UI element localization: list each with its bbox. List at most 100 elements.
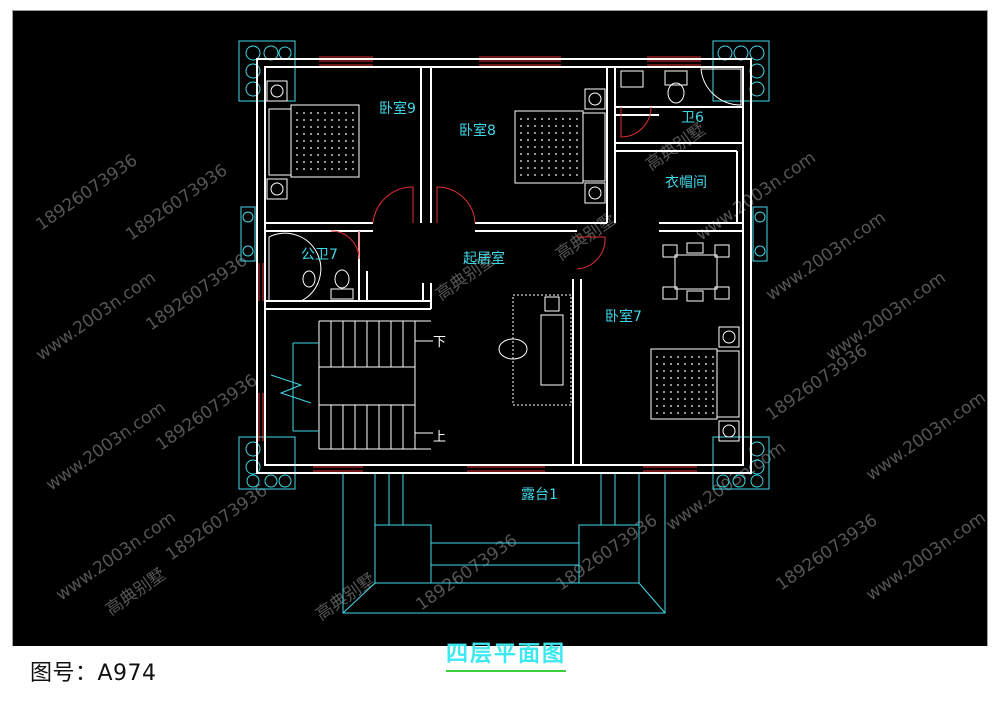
bed-dot (534, 132, 536, 134)
bed-dot (670, 405, 672, 407)
bed-dot (310, 161, 312, 163)
bed-dot (345, 112, 347, 114)
bed-dot (338, 112, 340, 114)
bed-dot (684, 384, 686, 386)
bed-dot (576, 125, 578, 127)
bed-dot (663, 377, 665, 379)
bed-dot (527, 139, 529, 141)
bed-dot (520, 160, 522, 162)
bed-dot (310, 119, 312, 121)
bed-dot (569, 132, 571, 134)
bed-dot (548, 146, 550, 148)
stair-down-label: 下 (433, 335, 446, 350)
bed-dot (296, 168, 298, 170)
label-living: 起居室 (463, 250, 505, 267)
bed-dot (712, 384, 714, 386)
label-terrace1: 露台1 (521, 487, 558, 503)
bed-dot (576, 118, 578, 120)
bed-dot (310, 154, 312, 156)
bed-dot (670, 384, 672, 386)
bed-dot (684, 356, 686, 358)
bed-dot (712, 412, 714, 414)
bed-dot (317, 147, 319, 149)
bed-dot (576, 139, 578, 141)
label-bathroom6: 卫6 (681, 110, 704, 126)
watermark-phone: 18926073936 (142, 250, 251, 335)
bed-dot (698, 356, 700, 358)
bed-dot (555, 132, 557, 134)
bed-dot (345, 168, 347, 170)
bed-dot (345, 126, 347, 128)
bed-dot (338, 126, 340, 128)
bed-dot (677, 363, 679, 365)
bed-dot (555, 139, 557, 141)
bed-dot (569, 139, 571, 141)
bed-dot (677, 398, 679, 400)
doors (330, 106, 652, 270)
bed-dot (296, 126, 298, 128)
bed-dot (317, 140, 319, 142)
bed-dot (331, 168, 333, 170)
bed-dot (324, 112, 326, 114)
bed-dot (338, 140, 340, 142)
bed-dot (338, 168, 340, 170)
bed-dot (677, 377, 679, 379)
bed-dot (548, 160, 550, 162)
bed-dot (310, 112, 312, 114)
bed-dot (520, 125, 522, 127)
bed-dot (317, 133, 319, 135)
bed-dot (698, 370, 700, 372)
bed-dot (317, 161, 319, 163)
bed-dot (352, 147, 354, 149)
stair-handrail (270, 342, 319, 432)
bed-dot (576, 132, 578, 134)
bed-dot (303, 140, 305, 142)
bed-dot (569, 146, 571, 148)
bed-dot (317, 126, 319, 128)
bed-dot (331, 112, 333, 114)
bed-dot (303, 126, 305, 128)
bed-dot (712, 398, 714, 400)
bed-dot (541, 146, 543, 148)
bed-dot (541, 160, 543, 162)
bed-dot (303, 119, 305, 121)
bed-dot (352, 119, 354, 121)
bed-dot (555, 118, 557, 120)
bed-dot (310, 133, 312, 135)
bed-dot (663, 405, 665, 407)
bed-dot (684, 405, 686, 407)
bed-dot (527, 132, 529, 134)
bed-dot (562, 167, 564, 169)
bed-dot (303, 133, 305, 135)
bed-dot (331, 119, 333, 121)
bed-dot (541, 118, 543, 120)
bed-dot (569, 118, 571, 120)
bed-dot (656, 405, 658, 407)
bed-dot (576, 174, 578, 176)
bed-dot (684, 412, 686, 414)
stair-up-label: 上 (433, 430, 446, 445)
bed-dot (677, 412, 679, 414)
bed-dot (691, 398, 693, 400)
bed-dot (534, 167, 536, 169)
bed-dot (548, 132, 550, 134)
bed-dot (520, 167, 522, 169)
watermark-url: www.2003n.com (862, 388, 988, 485)
bed-dot (677, 391, 679, 393)
bed-dot (331, 133, 333, 135)
bed-dot (576, 153, 578, 155)
bed-dot (656, 412, 658, 414)
bed-dot (677, 405, 679, 407)
bed-dot (663, 356, 665, 358)
bed-dot (317, 119, 319, 121)
bed-dot (548, 167, 550, 169)
beds (266, 80, 740, 442)
bed-dot (691, 384, 693, 386)
bed-dot (663, 363, 665, 365)
bed-dot (534, 118, 536, 120)
bed-dot (527, 153, 529, 155)
bed-dot (324, 168, 326, 170)
bed-dot (576, 160, 578, 162)
bed-dot (705, 412, 707, 414)
bed-dot (310, 126, 312, 128)
